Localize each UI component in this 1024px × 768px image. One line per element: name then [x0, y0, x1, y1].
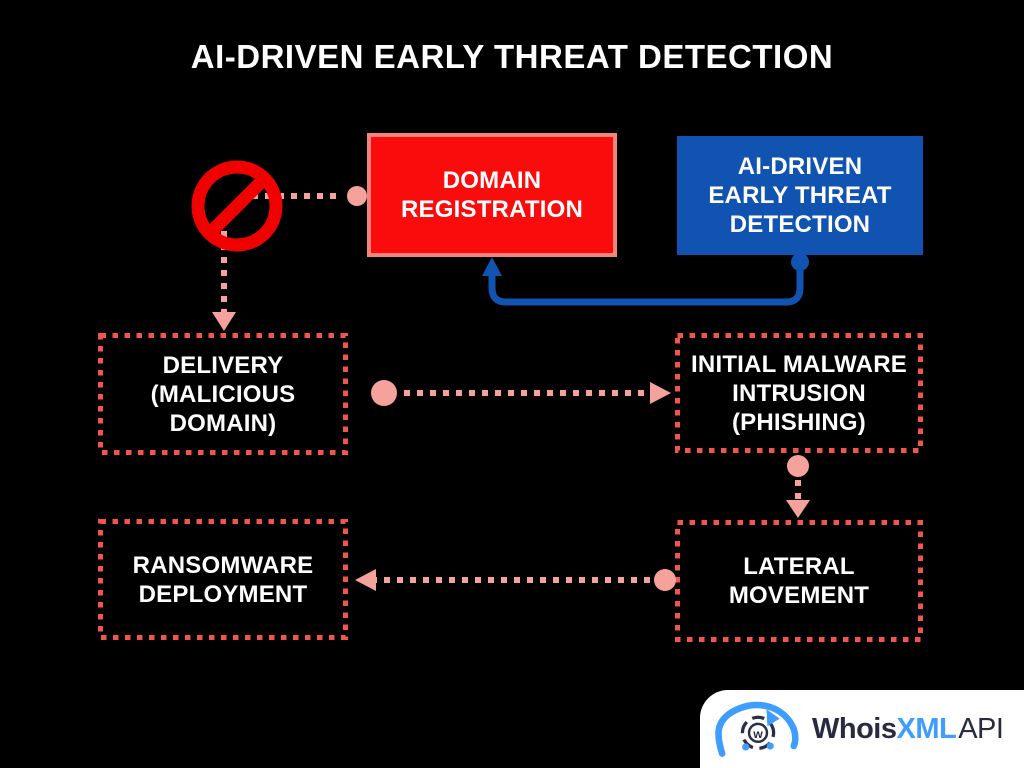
arrowhead-down-icon [786, 500, 810, 518]
radar-dot [766, 742, 774, 750]
lateral-movement-box-border [675, 520, 923, 642]
initial-intrusion-box-border [675, 333, 923, 453]
radar-ring [740, 715, 776, 751]
prohibition-slash [203, 172, 271, 240]
logo-wordmark: WhoisXMLAPI [812, 712, 1004, 746]
arrowhead-right-icon [650, 382, 671, 404]
node-ransomware-deployment: RANSOMWARE DEPLOYMENT [132, 551, 314, 608]
logo-text-api: API [958, 712, 1004, 745]
edge-start-dot [654, 569, 676, 591]
node-delivery-malicious-domain: DELIVERY (MALICIOUS DOMAIN) [150, 351, 296, 437]
edge-start-dot-blue [791, 253, 809, 271]
whoisxmlapi-eye-icon: w [715, 701, 799, 757]
arrowhead-down-icon [212, 312, 236, 331]
logo-text-xml: XML [896, 712, 957, 745]
logo-text-whois: Whois [812, 712, 897, 745]
edge-detection-to-domain [488, 266, 804, 306]
node-initial-malware-intrusion: INITIAL MALWARE INTRUSION (PHISHING) [691, 350, 907, 436]
eye-outline [715, 701, 799, 757]
edge-start-dot [371, 380, 397, 406]
node-domain-registration: DOMAIN REGISTRATION [367, 133, 617, 257]
edge-endpoint-dot [347, 186, 367, 206]
prohibition-ring [191, 160, 283, 252]
prohibition-icon [191, 160, 283, 252]
delivery-box-border [98, 333, 348, 455]
ransomware-box-border [98, 519, 348, 640]
radar-dot [742, 743, 750, 751]
node-ai-driven-early-threat-detection: AI-DRIVEN EARLY THREAT DETECTION [677, 136, 923, 255]
node-lateral-movement: LATERAL MOVEMENT [728, 553, 870, 609]
edge-start-dot [787, 455, 809, 477]
arrowhead-left-icon [355, 569, 376, 591]
emblem-letter: w [752, 727, 763, 741]
inner-ring [747, 722, 769, 744]
radar-wedge [766, 709, 780, 727]
page-title: AI-DRIVEN EARLY THREAT DETECTION [190, 38, 834, 75]
whoisxmlapi-logo: w WhoisXMLAPI [700, 690, 1024, 768]
arrowhead-up-icon [482, 257, 502, 276]
